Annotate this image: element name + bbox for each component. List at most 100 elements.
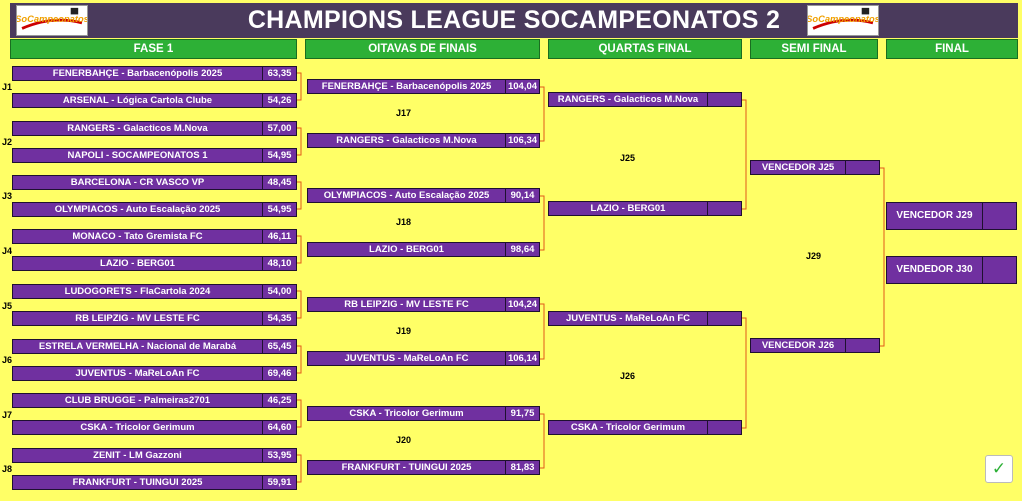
team-name: CSKA - Tricolor Gerimum <box>349 408 464 419</box>
match-label: J4 <box>2 246 13 256</box>
fase1-match-slot[interactable]: ARSENAL - Lógica Cartola Clube 54,26 <box>12 93 297 108</box>
svg-text:SoCampeonatos: SoCampeonatos <box>17 14 87 24</box>
team-score: 48,10 <box>262 257 296 270</box>
team-name: LAZIO - BERG01 <box>590 203 666 214</box>
team-score: 106,14 <box>505 352 539 365</box>
team-name: OLYMPIACOS - Auto Escalação 2025 <box>54 204 221 215</box>
team-score: 59,91 <box>262 476 296 489</box>
team-score <box>707 421 741 434</box>
team-name: ARSENAL - Lógica Cartola Clube <box>62 95 213 106</box>
phase-header-fase1: FASE 1 <box>10 39 297 59</box>
team-name: VENCEDOR J26 <box>761 340 835 351</box>
team-score <box>707 202 741 215</box>
oitavas-match-slot[interactable]: CSKA - Tricolor Gerimum 91,75 <box>307 406 540 421</box>
phase-header-oitavas: OITAVAS DE FINAIS <box>305 39 540 59</box>
team-name: RANGERS - Galacticos M.Nova <box>557 94 699 105</box>
phase-header-quartas: QUARTAS FINAL <box>548 39 742 59</box>
fase1-match-slot[interactable]: FRANKFURT - TUINGUI 2025 59,91 <box>12 475 297 490</box>
team-score <box>982 257 1016 283</box>
team-score: 106,34 <box>505 134 539 147</box>
final-slot[interactable]: VENCEDOR J29 <box>886 202 1017 230</box>
fase1-match-slot[interactable]: CLUB BRUGGE - Palmeiras2701 46,25 <box>12 393 297 408</box>
team-score: 69,46 <box>262 367 296 380</box>
team-score: 91,75 <box>505 407 539 420</box>
semi-match-slot[interactable]: VENCEDOR J25 <box>750 160 880 175</box>
fase1-match-slot[interactable]: BARCELONA - CR VASCO VP 48,45 <box>12 175 297 190</box>
team-name: BARCELONA - CR VASCO VP <box>70 177 205 188</box>
oitavas-match-slot[interactable]: OLYMPIACOS - Auto Escalação 2025 90,14 <box>307 188 540 203</box>
quartas-match-slot[interactable]: LAZIO - BERG01 <box>548 201 742 216</box>
quartas-match-slot[interactable]: JUVENTUS - MaReLoAn FC <box>548 311 742 326</box>
fase1-match-slot[interactable]: JUVENTUS - MaReLoAn FC 69,46 <box>12 366 297 381</box>
match-label: J29 <box>806 251 822 261</box>
team-name: RANGERS - Galacticos M.Nova <box>67 123 208 134</box>
team-name: FENERBAHÇE - Barbacenópolis 2025 <box>321 81 492 92</box>
team-name: OLYMPIACOS - Auto Escalação 2025 <box>323 190 490 201</box>
phase-header-final: FINAL <box>886 39 1018 59</box>
checkmark-icon[interactable]: ✓ <box>985 455 1013 483</box>
team-score <box>845 161 879 174</box>
team-score: 64,60 <box>262 421 296 434</box>
semi-match-slot[interactable]: VENCEDOR J26 <box>750 338 880 353</box>
team-name: FRANKFURT - TUINGUI 2025 <box>72 477 203 488</box>
fase1-match-slot[interactable]: CSKA - Tricolor Gerimum 64,60 <box>12 420 297 435</box>
team-name: ESTRELA VERMELHA - Nacional de Marabá <box>38 341 237 352</box>
team-score: 53,95 <box>262 449 296 462</box>
quartas-match-slot[interactable]: CSKA - Tricolor Gerimum <box>548 420 742 435</box>
team-name: FENERBAHÇE - Barbacenópolis 2025 <box>52 68 223 79</box>
quartas-match-slot[interactable]: RANGERS - Galacticos M.Nova <box>548 92 742 107</box>
team-score: 98,64 <box>505 243 539 256</box>
team-name: VENCEDOR J29 <box>896 210 973 221</box>
team-name: RANGERS - Galacticos M.Nova <box>336 135 477 146</box>
socampeonatos-logo-right: SoCampeonatos <box>807 5 879 36</box>
team-score <box>707 93 741 106</box>
page-title: CHAMPIONS LEAGUE SOCAMPEONATOS 2 <box>247 6 781 34</box>
team-name: MONACO - Tato Gremista FC <box>72 231 203 242</box>
match-label: J25 <box>620 153 636 163</box>
oitavas-match-slot[interactable]: RANGERS - Galacticos M.Nova 106,34 <box>307 133 540 148</box>
team-score: 54,95 <box>262 149 296 162</box>
fase1-match-slot[interactable]: RB LEIPZIG - MV LESTE FC 54,35 <box>12 311 297 326</box>
match-label: J5 <box>2 301 13 311</box>
team-name: LUDOGORETS - FlaCartola 2024 <box>64 286 211 297</box>
team-name: JUVENTUS - MaReLoAn FC <box>75 368 200 379</box>
team-score: 54,35 <box>262 312 296 325</box>
fase1-match-slot[interactable]: LUDOGORETS - FlaCartola 2024 54,00 <box>12 284 297 299</box>
fase1-match-slot[interactable]: LAZIO - BERG01 48,10 <box>12 256 297 271</box>
team-score <box>845 339 879 352</box>
team-name: CSKA - Tricolor Gerimum <box>80 422 195 433</box>
team-score <box>707 312 741 325</box>
team-score: 54,00 <box>262 285 296 298</box>
fase1-match-slot[interactable]: FENERBAHÇE - Barbacenópolis 2025 63,35 <box>12 66 297 81</box>
team-score: 46,25 <box>262 394 296 407</box>
team-name: CLUB BRUGGE - Palmeiras2701 <box>64 395 211 406</box>
team-score: 90,14 <box>505 189 539 202</box>
team-name: FRANKFURT - TUINGUI 2025 <box>341 462 472 473</box>
team-score: 104,24 <box>505 298 539 311</box>
team-name: LAZIO - BERG01 <box>100 258 175 269</box>
team-score: 48,45 <box>262 176 296 189</box>
match-label: J17 <box>396 108 412 118</box>
match-label: J18 <box>396 217 412 227</box>
svg-text:SoCampeonatos: SoCampeonatos <box>808 14 878 24</box>
team-name: CSKA - Tricolor Gerimum <box>570 422 686 433</box>
team-score: 63,35 <box>262 67 296 80</box>
match-label: J7 <box>2 410 13 420</box>
match-label: J3 <box>2 191 13 201</box>
match-label: J8 <box>2 464 13 474</box>
team-score: 54,26 <box>262 94 296 107</box>
final-slot[interactable]: VENDEDOR J30 <box>886 256 1017 284</box>
team-name: JUVENTUS - MaReLoAn FC <box>565 313 691 324</box>
team-name: RB LEIPZIG - MV LESTE FC <box>75 313 200 324</box>
